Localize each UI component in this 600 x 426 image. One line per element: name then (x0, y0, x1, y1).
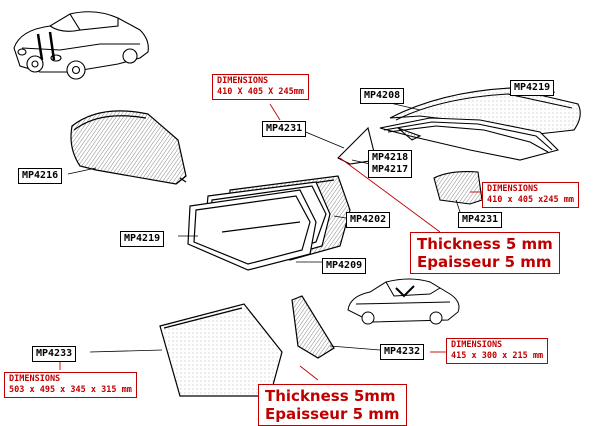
thickness-callout-lower: Thickness 5mm Epaisseur 5 mm (258, 384, 407, 426)
dimensions-rear-quarter-top: DIMENSIONS 410 X 405 X 245mm (212, 74, 309, 100)
part-label-mp4231-right: MP4231 (458, 212, 503, 228)
side-window-stack (187, 175, 351, 271)
part-label-mp4219-top: MP4219 (510, 80, 555, 96)
part-label-mp4209: MP4209 (322, 258, 367, 274)
door-glass-shape (159, 303, 283, 397)
part-label-mp4217: MP4217 (372, 164, 409, 175)
dimensions-door-glass: DIMENSIONS 503 x 495 x 345 x 315 mm (4, 372, 137, 398)
car-illustration-top (13, 11, 149, 80)
red-leader-lines (59, 103, 482, 381)
dimensions-rear-quarter-right: DIMENSIONS 410 x 405 x245 mm (482, 182, 579, 208)
part-label-mp4231-top: MP4231 (262, 121, 307, 137)
rear-window-group (337, 87, 581, 205)
part-label-mp4216: MP4216 (18, 168, 63, 184)
thickness-callout-upper: Thickness 5 mm Epaisseur 5 mm (410, 232, 560, 274)
part-label-mp4218: MP4218 (372, 152, 409, 163)
part-label-mp4208: MP4208 (360, 88, 405, 104)
part-label-mp4233: MP4233 (32, 346, 77, 362)
part-label-mp4218-mp4217: MP4218 MP4217 (368, 150, 413, 178)
dimensions-quarter-light: DIMENSIONS 415 x 300 x 215 mm (446, 338, 549, 364)
part-label-mp4232: MP4232 (380, 344, 425, 360)
part-label-mp4202: MP4202 (346, 212, 391, 228)
windscreen-shape (70, 110, 187, 185)
car-illustration-bottom (347, 278, 460, 325)
part-label-mp4219-left: MP4219 (120, 231, 165, 247)
quarter-light-shape (291, 295, 335, 359)
